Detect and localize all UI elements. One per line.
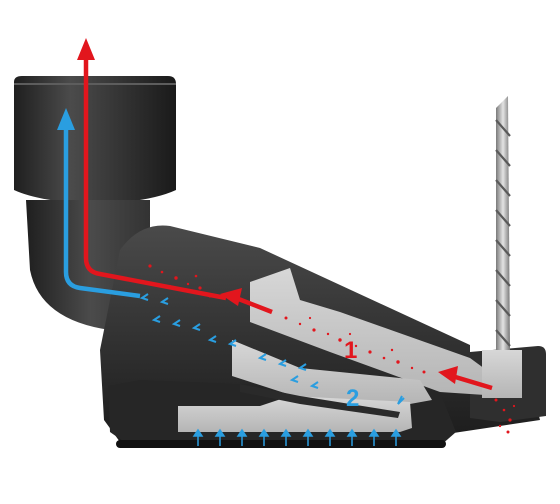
red-arrow-inlet-head <box>220 288 242 306</box>
red-arrow-icon <box>77 38 95 60</box>
red-arrow-drill-head <box>438 366 458 384</box>
drill-flute-8 <box>495 329 511 347</box>
blue-arrow-icon <box>57 108 75 130</box>
drill-flute-6 <box>495 269 511 287</box>
drill-bit-icon <box>495 96 511 350</box>
blue-chevrons <box>139 293 405 405</box>
red-arrow-drill <box>451 373 493 391</box>
upper-channel-cutaway <box>250 268 500 396</box>
red-flow-line <box>83 58 227 301</box>
channel-2-label: 2 <box>346 385 359 412</box>
exhaust-collar <box>14 76 176 204</box>
blue-flow-line <box>63 128 141 299</box>
drill-cup-cutaway <box>482 350 522 398</box>
drill-flute-3 <box>495 179 511 197</box>
lower-channel-cutaway <box>232 340 432 404</box>
flow-1 <box>77 38 516 434</box>
red-arrow-inlet <box>235 295 273 315</box>
drill-flute-5 <box>495 239 511 257</box>
drill-shank <box>496 96 510 350</box>
drill-flute-7 <box>495 299 511 317</box>
chamber-divider <box>240 384 400 418</box>
drill-flute-2 <box>495 149 511 167</box>
cutaway-sections <box>178 268 522 432</box>
flow-2 <box>57 108 405 446</box>
drill-flute-1 <box>495 119 511 137</box>
dust-particles <box>148 264 516 434</box>
drill-flute-4 <box>495 209 511 227</box>
intake-arrows <box>192 428 402 446</box>
channel-1-label: 1 <box>344 337 357 364</box>
